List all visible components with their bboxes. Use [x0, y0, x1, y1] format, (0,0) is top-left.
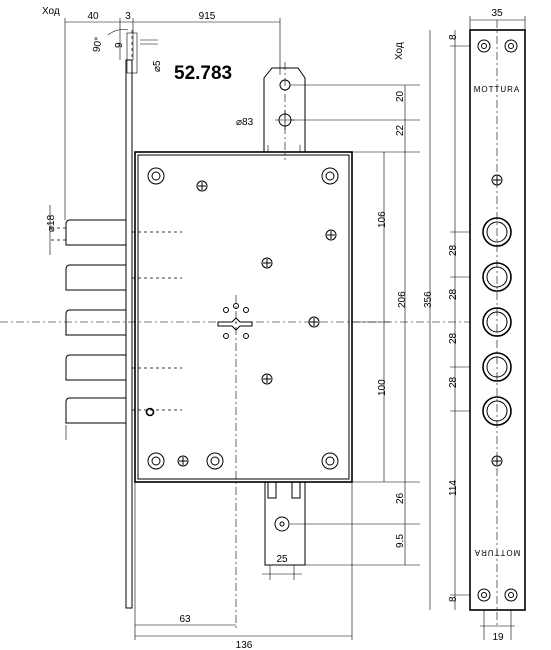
bolt-holes	[482, 217, 512, 426]
screw-top-right	[321, 167, 339, 185]
faceplate-side	[125, 59, 133, 609]
screw-bottom-left	[147, 452, 165, 470]
dim-26: 26	[395, 492, 406, 504]
bolt-diameter: ⌀18	[46, 214, 57, 232]
dim-8-top: 8	[448, 34, 459, 40]
dim-106: 106	[377, 211, 388, 228]
dim-114: 114	[448, 480, 459, 496]
hole-diameter-5: ⌀5	[152, 60, 163, 72]
top-dimensions: Ход 40 3 915	[42, 6, 281, 220]
angle-90: 90°	[91, 36, 104, 53]
dim-356: 356	[423, 291, 434, 308]
dim-28-a: 28	[448, 244, 459, 256]
dim-28-d: 28	[448, 376, 459, 388]
dim-40: 40	[87, 11, 99, 22]
dim-28-b: 28	[448, 288, 459, 300]
stroke-label-top: Ход	[42, 6, 60, 17]
lock-body	[134, 151, 353, 483]
front-plate-dimensions: 35 8 28 28 28 28 114 8 19	[448, 8, 526, 643]
screw-top-left	[147, 167, 165, 185]
bottom-rod-connector: 25	[262, 481, 306, 580]
top-rod-connector: ⌀83	[236, 67, 306, 152]
brand-bottom: MOTTURA	[474, 548, 521, 557]
hole-detail: 90° 9 ⌀5	[91, 29, 163, 80]
dim-9: 9	[114, 42, 125, 48]
dim-35: 35	[491, 8, 503, 19]
bottom-dimensions: 63 136	[134, 482, 353, 650]
dim-28-c: 28	[448, 332, 459, 344]
cam-diameter: ⌀83	[236, 117, 254, 128]
right-dimensions: Ход 20 22 106 206 356 100 26 9.5	[290, 30, 434, 610]
dim-9-5: 9.5	[395, 534, 406, 548]
dim-206: 206	[397, 291, 408, 308]
model-number: 52.783	[174, 63, 232, 84]
dim-63: 63	[179, 614, 191, 625]
key-slot	[217, 303, 253, 339]
bolts: ⌀18	[46, 205, 182, 440]
dim-22: 22	[395, 124, 406, 136]
stroke-label-right: Ход	[394, 42, 405, 60]
rivets	[177, 180, 337, 467]
dim-915: 915	[199, 11, 216, 22]
dim-20: 20	[395, 90, 406, 102]
dim-8-bottom: 8	[448, 596, 459, 602]
dim-3: 3	[125, 11, 131, 22]
dim-25: 25	[276, 554, 288, 565]
latch-hole	[145, 407, 155, 417]
dim-100: 100	[377, 379, 388, 396]
screw-bottom-right	[321, 452, 339, 470]
screw-bottom-mid	[206, 452, 224, 470]
dim-19: 19	[492, 632, 504, 643]
brand-top: MOTTURA	[474, 85, 521, 94]
front-plate: MOTTURA MOTTURA	[469, 20, 526, 628]
dim-136: 136	[236, 640, 253, 650]
